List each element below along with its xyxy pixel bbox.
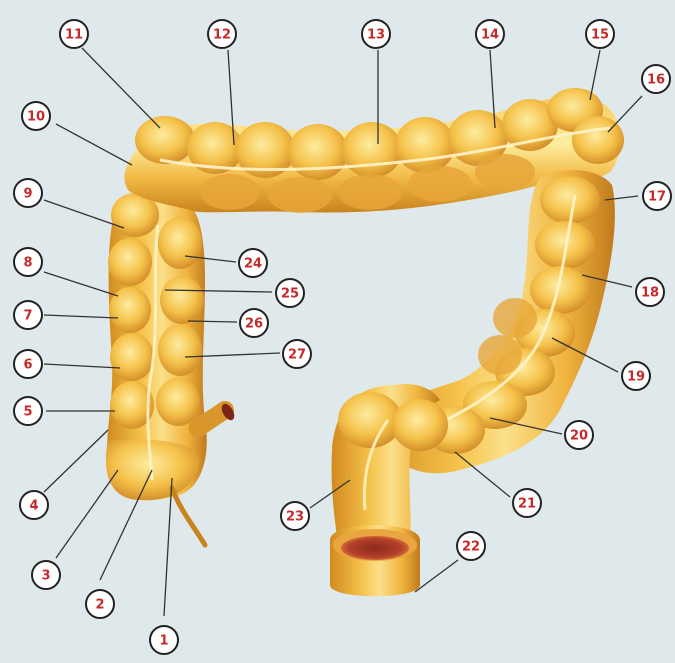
marker-3: 3 [32, 561, 60, 589]
marker-label: 15 [591, 28, 609, 43]
marker-23: 23 [281, 502, 309, 530]
marker-label: 9 [23, 187, 32, 202]
marker-label: 25 [281, 287, 299, 302]
marker-19: 19 [622, 362, 650, 390]
marker-12: 12 [208, 20, 236, 48]
leader-line-15 [590, 50, 600, 100]
marker-label: 10 [27, 110, 45, 125]
marker-21: 21 [513, 489, 541, 517]
leader-line-10 [56, 124, 132, 165]
marker-label: 27 [288, 348, 306, 363]
leader-line-4 [44, 430, 108, 492]
marker-label: 5 [23, 405, 32, 420]
marker-22: 22 [457, 532, 485, 560]
marker-label: 14 [481, 28, 499, 43]
marker-label: 7 [23, 309, 32, 324]
marker-24: 24 [239, 249, 267, 277]
leader-line-7 [44, 315, 118, 318]
marker-17: 17 [643, 182, 671, 210]
marker-10: 10 [22, 102, 50, 130]
leader-line-3 [56, 470, 118, 558]
marker-18: 18 [636, 278, 664, 306]
leader-line-1 [164, 478, 172, 616]
marker-label: 18 [641, 286, 659, 301]
marker-label: 21 [518, 497, 536, 512]
leader-line-8 [44, 272, 118, 296]
marker-6: 6 [14, 350, 42, 378]
marker-label: 23 [286, 510, 304, 525]
marker-label: 11 [65, 28, 83, 43]
marker-label: 22 [462, 540, 480, 555]
marker-7: 7 [14, 301, 42, 329]
leader-line-6 [44, 364, 120, 368]
marker-label: 16 [647, 73, 665, 88]
marker-8: 8 [14, 248, 42, 276]
marker-label: 1 [159, 634, 168, 649]
marker-1: 1 [150, 626, 178, 654]
marker-label: 13 [367, 28, 385, 43]
marker-4: 4 [20, 491, 48, 519]
marker-5: 5 [14, 397, 42, 425]
marker-15: 15 [586, 20, 614, 48]
marker-16: 16 [642, 65, 670, 93]
marker-25: 25 [276, 279, 304, 307]
marker-20: 20 [565, 421, 593, 449]
marker-label: 26 [245, 317, 263, 332]
marker-label: 2 [95, 598, 104, 613]
marker-label: 3 [41, 569, 50, 584]
leader-line-11 [82, 48, 160, 128]
marker-label: 8 [23, 256, 32, 271]
marker-label: 20 [570, 429, 588, 444]
marker-label: 6 [23, 358, 32, 373]
marker-label: 17 [648, 190, 666, 205]
marker-26: 26 [240, 309, 268, 337]
marker-11: 11 [60, 20, 88, 48]
marker-13: 13 [362, 20, 390, 48]
marker-27: 27 [283, 340, 311, 368]
marker-label: 19 [627, 370, 645, 385]
marker-label: 12 [213, 28, 231, 43]
leader-line-22 [415, 560, 458, 592]
marker-14: 14 [476, 20, 504, 48]
marker-label: 24 [244, 257, 262, 272]
marker-9: 9 [14, 179, 42, 207]
sigmoid-rectum [330, 384, 448, 596]
marker-label: 4 [29, 499, 38, 514]
marker-2: 2 [86, 590, 114, 618]
